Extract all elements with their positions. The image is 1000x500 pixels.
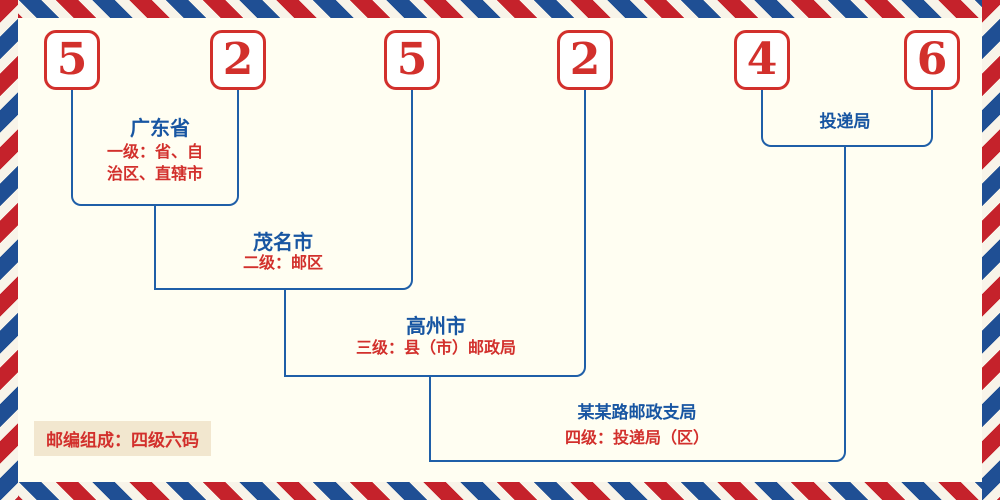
level2-region-name: 茂名市 [253, 230, 313, 254]
level4-description: 四级：投递局（区） [564, 428, 709, 447]
composition-note-badge: 邮编组成：四级六码 [34, 421, 211, 456]
postal-digit-box-6: 6 [904, 30, 960, 90]
postal-digit-box-5: 4 [734, 30, 790, 90]
level3-description: 三级：县（市）邮政局 [355, 338, 516, 357]
postal-digit-box-2: 2 [210, 30, 266, 90]
level3-region-name: 高州市 [406, 314, 466, 338]
postal-digit-3: 5 [396, 34, 428, 85]
level1-description: 一级：省、自 治区、直辖市 [75, 141, 235, 185]
level1-region-name: 广东省 [130, 116, 190, 140]
airmail-border-top [0, 0, 1000, 18]
delivery-bureau-label: 投递局 [819, 112, 871, 132]
postal-digit-box-4: 2 [557, 30, 613, 90]
postal-digit-box-3: 5 [384, 30, 440, 90]
postal-digit-4: 2 [569, 34, 601, 85]
postal-digit-1: 5 [56, 34, 88, 85]
level1-description-line1: 一级：省、自 [106, 142, 203, 161]
airmail-border-bottom [0, 482, 1000, 500]
connector-level2-bracket [154, 90, 413, 290]
airmail-border-right [982, 0, 1000, 500]
connector-level4-drop [429, 375, 431, 462]
connector-level3-bracket [284, 90, 586, 377]
connector-level4-bracket [429, 145, 846, 462]
airmail-border-left [0, 0, 18, 500]
level2-description: 二级：邮区 [242, 253, 323, 272]
connector-level2-drop [154, 204, 156, 290]
postal-digit-2: 2 [222, 34, 254, 85]
level1-description-line2: 治区、直辖市 [106, 164, 203, 183]
level4-region-name: 某某路邮政支局 [577, 403, 697, 423]
connector-level3-drop [284, 288, 286, 377]
connector-delivery-bracket [761, 90, 933, 147]
connector-level1-bracket [71, 90, 239, 206]
postal-digit-box-1: 5 [44, 30, 100, 90]
postal-digit-6: 6 [916, 34, 948, 85]
postal-digit-5: 4 [746, 34, 778, 85]
